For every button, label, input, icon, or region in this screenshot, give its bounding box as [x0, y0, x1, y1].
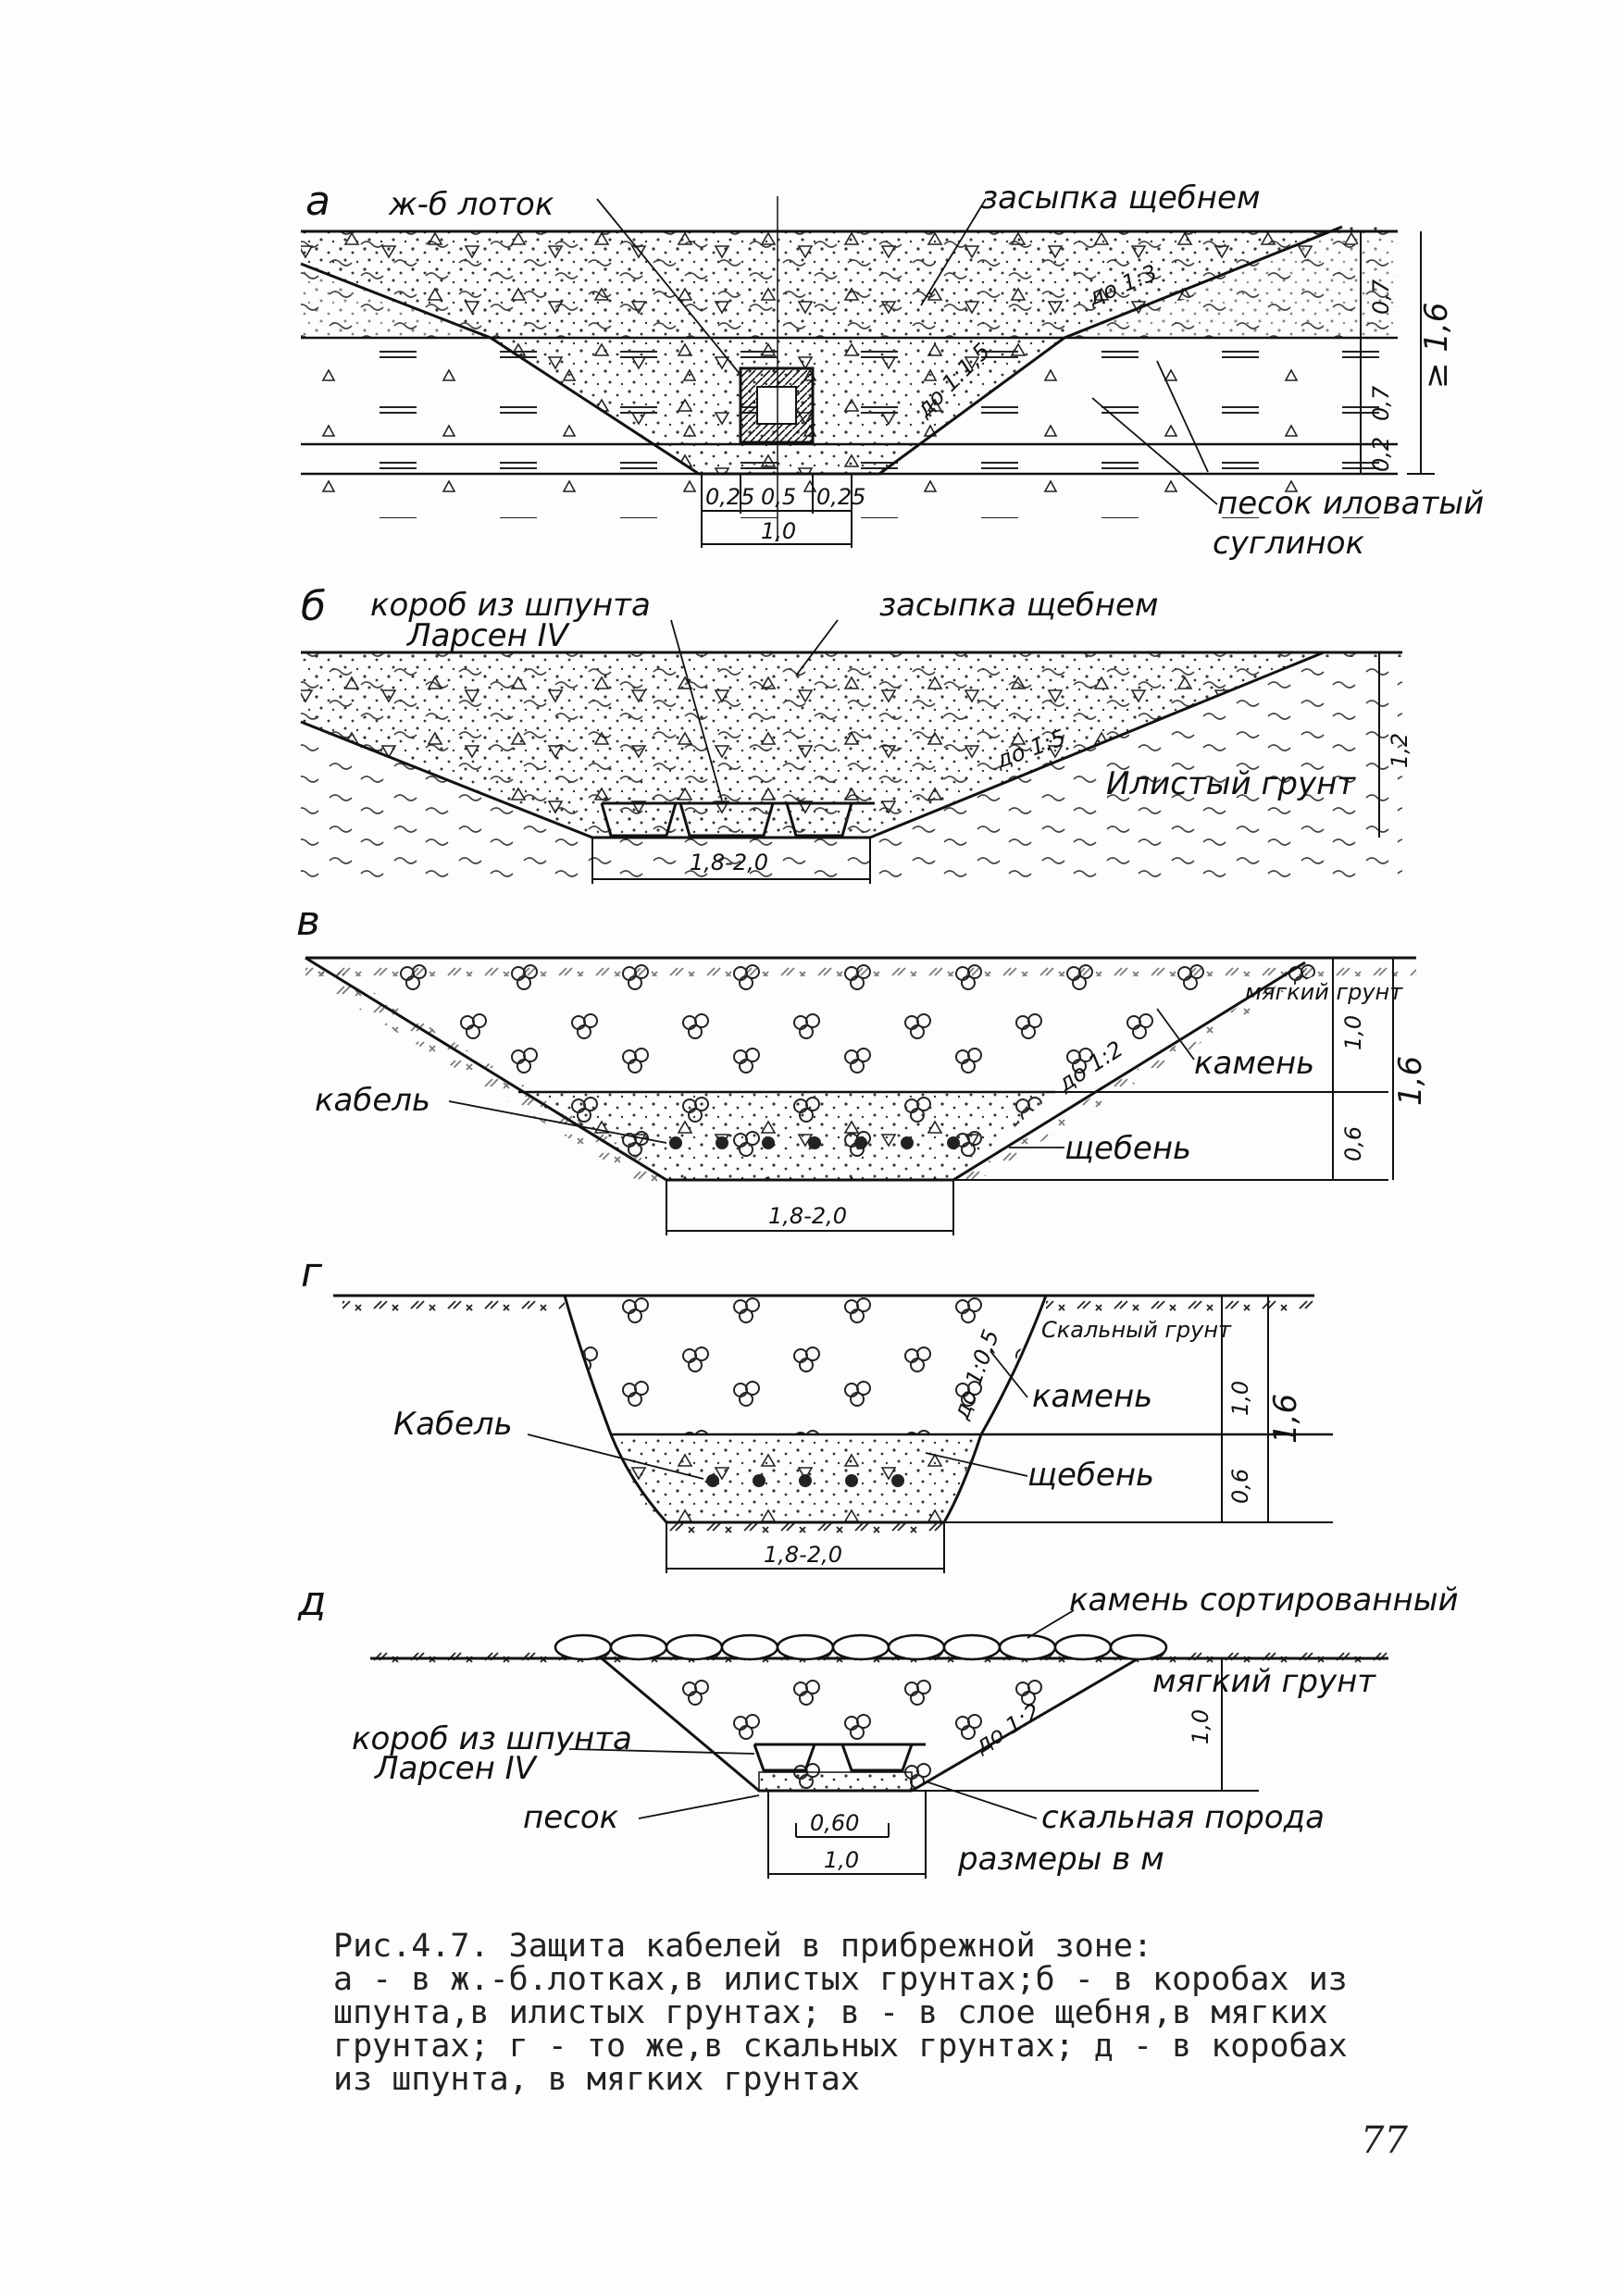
- dim-a-w-right: 0,25: [816, 484, 865, 510]
- caption-line-2: а - в ж.-б.лотках,в илистых грунтах;б - …: [333, 1961, 1348, 1998]
- section-a-letter: а: [305, 178, 330, 225]
- label-box-d-line1: короб из шпунта: [352, 1720, 632, 1757]
- section-v-letter: в: [296, 898, 320, 945]
- label-cable-g: Кабель: [393, 1406, 513, 1443]
- dim-a-d2: 0,7: [1368, 385, 1394, 421]
- dim-a-w-left: 0,25: [705, 484, 754, 510]
- section-g-letter: г: [301, 1249, 323, 1297]
- label-box-b-line2: Ларсен IV: [405, 617, 571, 654]
- section-g: г Кабель Скальный грунт камень щебень до…: [301, 1249, 1333, 1573]
- label-backfill-a: засыпка щебнем: [981, 180, 1261, 217]
- caption-line-5: из шпунта, в мягких грунтах: [333, 2061, 860, 2098]
- label-gravel-v: щебень: [1064, 1130, 1191, 1167]
- dim-a-total: ≥ 1,6: [1418, 303, 1455, 389]
- label-sand-a: песок иловатый: [1217, 485, 1484, 522]
- dim-v-d2: 0,6: [1340, 1126, 1366, 1161]
- dim-g-total: 1,6: [1267, 1394, 1304, 1444]
- label-rock-soil-g: Скальный грунт: [1041, 1317, 1232, 1343]
- caption-line-4: грунтах; г - то же,в скальных грунтах; д…: [333, 2028, 1348, 2065]
- section-b: б короб из шпунта Ларсен IV засыпка щебн…: [300, 583, 1413, 884]
- page-number: 77: [1361, 2119, 1408, 2162]
- label-backfill-b: засыпка щебнем: [879, 587, 1159, 624]
- label-stone-g: камень: [1032, 1378, 1152, 1415]
- dim-v-width: 1,8-2,0: [768, 1203, 847, 1229]
- label-soft-soil-v: мягкий грунт: [1245, 979, 1403, 1005]
- dim-b-width: 1,8-2,0: [690, 850, 768, 875]
- label-box-b-line1: короб из шпунта: [370, 587, 651, 624]
- section-b-letter: б: [301, 583, 326, 630]
- caption-line-1: Рис.4.7. Защита кабелей в прибрежной зон…: [333, 1928, 1153, 1965]
- dim-a-d1: 0,7: [1368, 279, 1394, 315]
- label-tray: ж-б лоток: [388, 186, 554, 223]
- caption-line-3: шпунта,в илистых грунтах; в - в слое щеб…: [333, 1994, 1328, 2031]
- label-box-d-line2: Ларсен IV: [373, 1750, 539, 1787]
- label-sorted-stone-d: камень сортированный: [1069, 1582, 1459, 1619]
- dim-d-inner: 0,60: [810, 1810, 859, 1836]
- dim-a-w-mid: 0,5: [761, 484, 796, 510]
- section-v: в кабель мягкий грунт камень щебень до 1…: [296, 898, 1429, 1235]
- label-rock-d: скальная порода: [1041, 1799, 1325, 1836]
- label-stone-v: камень: [1194, 1045, 1314, 1082]
- dim-b-depth: 1,2: [1387, 733, 1413, 768]
- label-silt-b: Илистый грунт: [1106, 765, 1356, 802]
- dim-v-d1: 1,0: [1340, 1015, 1366, 1050]
- label-cable-v: кабель: [315, 1082, 430, 1119]
- dim-d-width: 1,0: [824, 1847, 859, 1873]
- figure-caption: Рис.4.7. Защита кабелей в прибрежной зон…: [333, 1930, 1351, 2096]
- section-d-letter: д: [297, 1578, 326, 1625]
- dim-g-d1: 1,0: [1227, 1381, 1253, 1416]
- dim-g-d2: 0,6: [1227, 1469, 1253, 1504]
- label-gravel-g: щебень: [1027, 1457, 1154, 1494]
- dim-g-width: 1,8-2,0: [764, 1542, 842, 1568]
- label-sand-d: песок: [523, 1799, 619, 1836]
- section-a: а ж-б лоток: [300, 178, 1484, 562]
- label-units-d: размеры в м: [957, 1841, 1164, 1878]
- dim-a-d3: 0,2: [1368, 437, 1394, 472]
- section-d: д камень сортированный мягкий: [297, 1578, 1459, 1879]
- dim-a-w-total: 1,0: [761, 518, 796, 544]
- label-soft-soil-d: мягкий грунт: [1152, 1663, 1376, 1700]
- dim-d-depth: 1,0: [1188, 1709, 1214, 1744]
- label-loam-a: суглинок: [1213, 525, 1365, 562]
- dim-v-total: 1,6: [1392, 1056, 1429, 1106]
